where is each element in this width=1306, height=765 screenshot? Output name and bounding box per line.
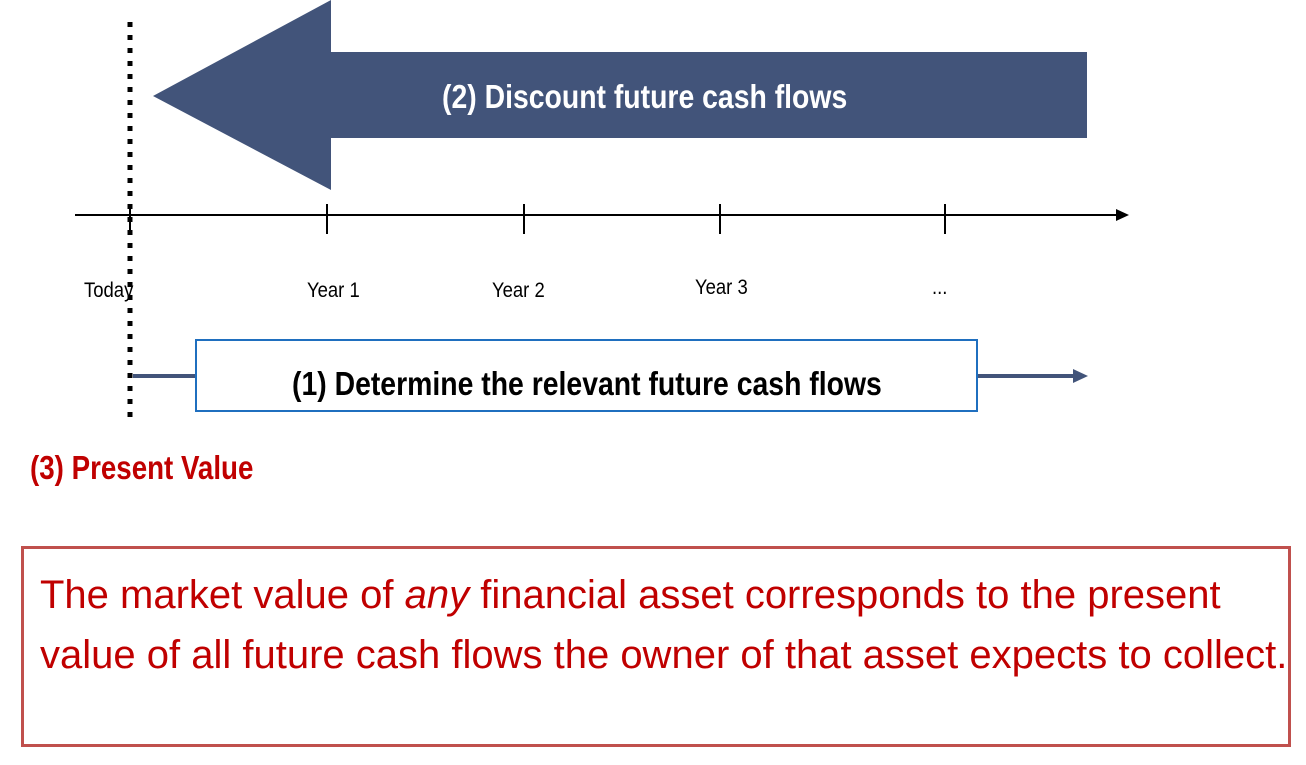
determine-cashflows-box: (1) Determine the relevant future cash f… [195, 339, 978, 412]
cashflow-arrowhead [1073, 369, 1088, 383]
definition-text-end: financial asset corresponds to the prese… [40, 573, 1288, 677]
label-ellipsis: ... [932, 276, 948, 299]
label-year-1: Year 1 [307, 279, 360, 302]
timeline-ticks [129, 204, 946, 234]
definition-text-start: The market value of [40, 573, 405, 617]
label-year-2: Year 2 [492, 279, 545, 302]
present-value-label: (3) Present Value [30, 449, 254, 486]
discount-arrow-label: (2) Discount future cash flows [442, 78, 848, 115]
label-today: Today [84, 279, 134, 302]
definition-box: The market value of any financial asset … [21, 546, 1291, 747]
label-year-3: Year 3 [695, 276, 748, 299]
definition-emphasis: any [404, 573, 470, 617]
determine-cashflows-label: (1) Determine the relevant future cash f… [292, 365, 882, 402]
timeline-arrowhead [1116, 209, 1129, 221]
definition-text: The market value of any financial asset … [40, 565, 1290, 685]
discount-arrow [153, 0, 1087, 190]
